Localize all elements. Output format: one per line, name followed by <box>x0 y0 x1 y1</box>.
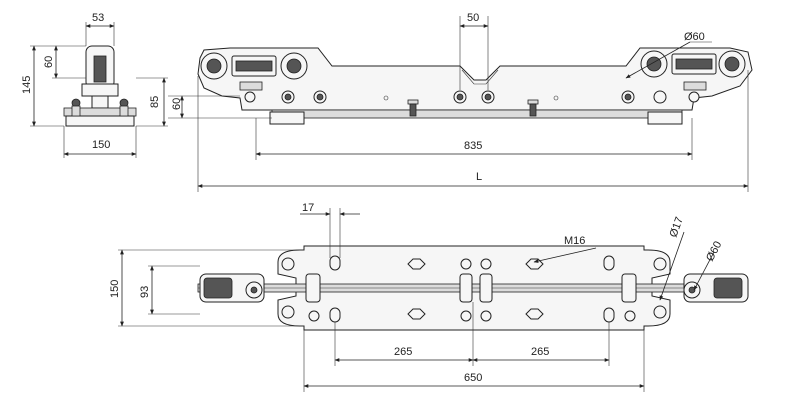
dim-60-front: 60 <box>171 98 183 110</box>
dim-150-plan: 150 <box>109 280 121 298</box>
dim-93: 93 <box>139 286 151 298</box>
side-view-dimensions: 53 145 60 85 150 <box>21 12 168 158</box>
front-view <box>197 47 753 125</box>
dim-17: 17 <box>302 202 314 214</box>
dim-diameter-60-top: Ø60 <box>684 31 705 43</box>
dim-265-right: 265 <box>531 346 549 358</box>
dim-835: 835 <box>464 140 482 152</box>
dim-85: 85 <box>149 96 161 108</box>
dim-53: 53 <box>92 12 104 24</box>
dim-50: 50 <box>467 12 479 24</box>
dim-60-side: 60 <box>43 56 55 68</box>
dim-145: 145 <box>21 76 33 94</box>
dim-150-side: 150 <box>92 139 110 151</box>
dim-650: 650 <box>464 372 482 384</box>
side-view <box>63 45 137 127</box>
dim-diameter-60-plan: Ø60 <box>704 239 724 263</box>
dim-m16: M16 <box>564 235 585 247</box>
front-view-dimensions: 50 Ø60 60 835 L <box>168 12 749 192</box>
dim-L: L <box>476 171 482 183</box>
dim-265-left: 265 <box>394 346 412 358</box>
plan-view <box>197 245 749 331</box>
